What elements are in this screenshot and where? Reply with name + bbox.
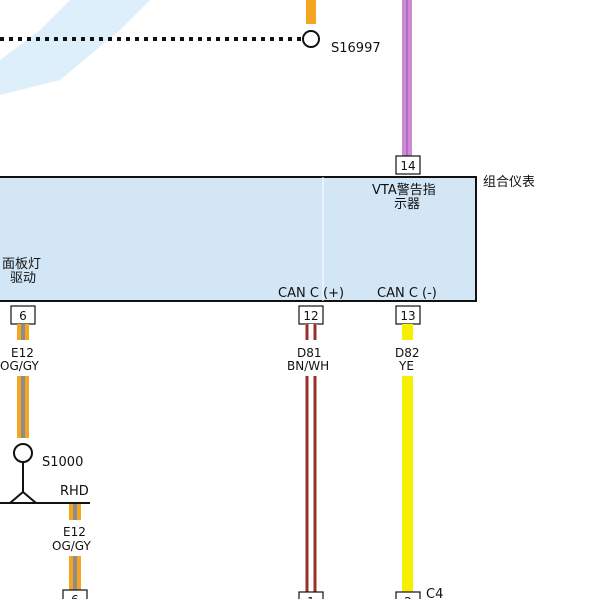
can-minus-label: CAN C (-) <box>377 286 437 301</box>
mid-wire-code: D81 <box>297 346 322 360</box>
splice-branch-right <box>22 491 37 504</box>
rhd-label: RHD <box>60 484 89 499</box>
bottom-pin-2-label: 2 <box>404 595 412 599</box>
connector-c4-label: C4 <box>426 587 443 599</box>
vta-label-line2: 示器 <box>394 197 420 212</box>
mid-wire-lower <box>305 376 317 592</box>
splice-branch-left <box>9 491 24 504</box>
vta-label-line1: VTA警告指 <box>372 182 436 198</box>
top-orange-wire <box>306 0 316 24</box>
mid-wire-color: BN/WH <box>287 359 329 373</box>
right-wire-code: D82 <box>395 346 420 360</box>
left-wire-color: OG/GY <box>0 359 39 373</box>
bottom-pin-2-box <box>395 591 421 599</box>
pin-13-label: 13 <box>400 309 415 323</box>
mid-wire-upper <box>305 324 317 340</box>
right-wire-lower <box>402 376 413 592</box>
instrument-cluster-module <box>0 176 477 302</box>
splice-s1000-label: S1000 <box>42 455 83 470</box>
panel-label-line1: 面板灯 <box>2 257 41 272</box>
splice-s16997-label: S16997 <box>331 41 381 56</box>
watermark <box>0 0 150 95</box>
bottom-pin-6-label: 6 <box>71 593 79 599</box>
module-name: 组合仪表 <box>483 175 535 190</box>
bottom-pin-6-box <box>62 589 88 599</box>
pin-12-label: 12 <box>303 309 318 323</box>
lower-left-wire-code: E12 <box>63 525 86 539</box>
left-wire-code: E12 <box>11 346 34 360</box>
bottom-pin-1-label: 1 <box>307 595 315 599</box>
panel-label-line2: 驱动 <box>10 271 36 286</box>
splice-s16997 <box>302 30 320 48</box>
right-wire-upper <box>402 324 413 340</box>
lower-left-wire-color: OG/GY <box>52 539 91 553</box>
pin-14-label: 14 <box>400 159 415 173</box>
bottom-pin-1-box <box>298 591 324 599</box>
can-plus-label: CAN C (+) <box>278 286 344 301</box>
right-wire-color: YE <box>398 359 414 373</box>
pin-14-box <box>395 155 421 175</box>
splice-s1000 <box>13 443 33 463</box>
pin-6-label: 6 <box>19 309 27 323</box>
